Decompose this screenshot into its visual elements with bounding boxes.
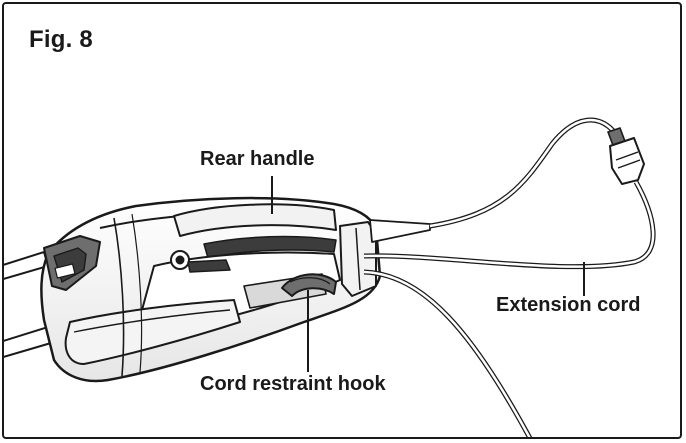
power-cord — [429, 117, 618, 229]
rear-handle-body — [40, 196, 431, 383]
figure-frame: Fig. 8 Rear handle Extension cord Cord r… — [2, 2, 682, 439]
extension-cord-label: Extension cord — [496, 294, 641, 316]
extension-cord-connector — [607, 127, 645, 185]
extension-cord — [363, 180, 656, 437]
callout-leaders — [271, 176, 585, 372]
mower-handle-illustration — [4, 117, 656, 437]
rear-handle-label: Rear handle — [200, 148, 315, 170]
cord-restraint-hook-label: Cord restraint hook — [200, 373, 386, 395]
figure-label: Fig. 8 — [29, 26, 93, 53]
cord-restraint-hook — [281, 273, 337, 297]
